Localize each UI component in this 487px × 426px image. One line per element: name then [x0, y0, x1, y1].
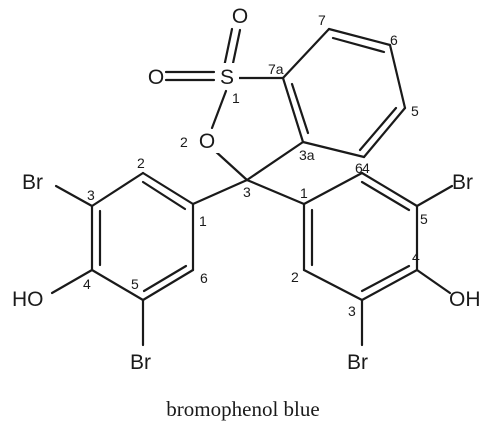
- locant-right-ring-4: 4: [412, 249, 420, 265]
- locant-c4: 4: [362, 160, 370, 176]
- atom-o-sulfonyl-top: O: [232, 5, 248, 28]
- bond-c7-c6-inner: [331, 36, 386, 54]
- bond-left-c5-c6-inner: [142, 264, 188, 293]
- bond-right-c4-o: [415, 268, 452, 295]
- bond-c3-left-c1: [191, 178, 249, 206]
- bond-c7-c6: [327, 27, 392, 47]
- locant-right-ring-3: 3: [348, 303, 356, 319]
- bond-o-ring-c3: [212, 148, 249, 182]
- atom-br-left-bottom: Br: [130, 351, 151, 374]
- bond-right-c3-c2: [302, 268, 364, 302]
- label-mask-o-ring: [196, 129, 220, 153]
- bond-c5-c4-inner: [358, 106, 398, 152]
- bond-right-c5-br: [415, 184, 454, 208]
- locant-left-ring-2: 2: [137, 155, 145, 171]
- locant-c5: 5: [411, 103, 419, 119]
- atom-s: S: [220, 66, 234, 89]
- bond-left-c1-c2-inner: [141, 180, 187, 211]
- locant-left-ring-5: 5: [131, 276, 139, 292]
- bond-left-c4-o: [50, 268, 94, 295]
- bond-s-o-ring: [210, 89, 228, 130]
- bond-layer: [50, 27, 454, 347]
- bond-left-c4-c5: [90, 268, 145, 302]
- atom-label-layer: S O O O Br HO Br Br OH Br: [12, 5, 481, 374]
- bond-right-c4-c3: [360, 268, 419, 302]
- locant-layer: 1 2 3 3a 4 5 6 7 7a 1 2 3 4 5 6 1 2 3 4 …: [83, 12, 428, 319]
- compound-name-caption: bromophenol blue: [166, 397, 319, 421]
- bond-c7a-c3a-inner: [290, 82, 310, 135]
- atom-br-right-top: Br: [452, 171, 473, 194]
- locant-c6: 6: [390, 32, 398, 48]
- bond-c7a-c7: [281, 27, 331, 80]
- locant-left-ring-4: 4: [83, 276, 91, 292]
- locant-right-ring-6: 6: [355, 160, 363, 176]
- locant-right-ring-2: 2: [291, 269, 299, 285]
- locant-c7a: 7a: [268, 61, 284, 77]
- locant-right-ring-1: 1: [300, 185, 308, 201]
- locant-c3a: 3a: [299, 147, 315, 163]
- atom-oh-right: OH: [449, 288, 481, 311]
- locant-left-ring-1: 1: [199, 213, 207, 229]
- bond-c6-c5: [388, 43, 407, 110]
- label-mask-s: [215, 63, 239, 89]
- bond-s-o-top-b: [230, 28, 242, 70]
- atom-br-left-top: Br: [22, 171, 43, 194]
- bond-right-c6-c5-inner: [360, 180, 411, 212]
- atom-br-right-bottom: Br: [347, 351, 368, 374]
- bond-left-c1-c2: [141, 171, 195, 206]
- locant-sultone-o: 2: [180, 134, 188, 150]
- bond-s-o-top-a: [222, 27, 234, 69]
- bond-right-c1-c6: [302, 171, 364, 206]
- atom-ho-left: HO: [12, 288, 44, 311]
- locant-right-ring-5: 5: [420, 211, 428, 227]
- locant-left-ring-3: 3: [87, 187, 95, 203]
- bond-c7a-c3a: [281, 76, 305, 144]
- bond-c3-c3a: [245, 140, 305, 182]
- atom-o-sulfonyl-left: O: [148, 66, 164, 89]
- bond-left-c5-c6: [141, 268, 195, 302]
- bond-left-c3-br: [54, 184, 94, 208]
- locant-sultone-c3: 3: [243, 184, 251, 200]
- locant-c7: 7: [318, 12, 326, 28]
- bond-left-c2-c3: [90, 171, 145, 208]
- bond-right-c4-c3-inner: [360, 264, 411, 293]
- locant-left-ring-6: 6: [200, 270, 208, 286]
- bond-c3-right-c1: [245, 178, 306, 206]
- bond-right-c6-c5: [360, 171, 419, 208]
- atom-o-ring: O: [199, 130, 215, 153]
- bond-c4-c3a: [301, 140, 366, 159]
- locant-sultone-s: 1: [232, 90, 240, 106]
- bond-c5-c4: [362, 106, 407, 159]
